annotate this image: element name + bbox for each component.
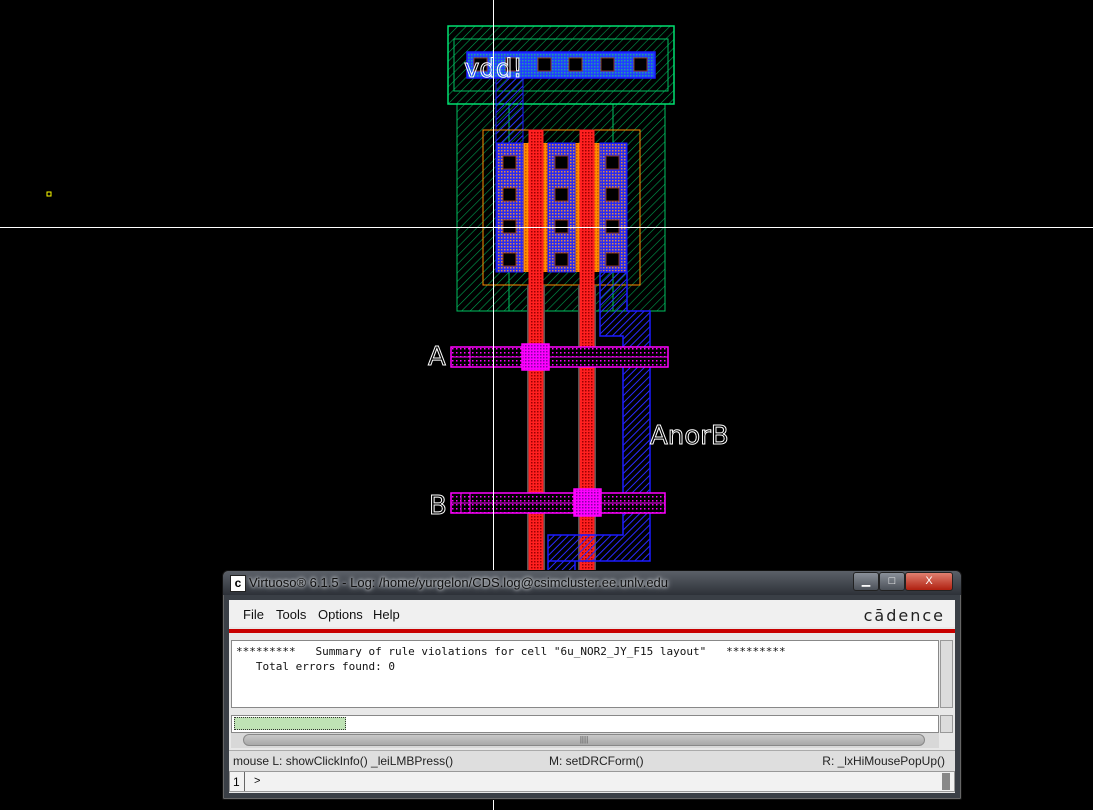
anorb-label: AnorB — [650, 421, 729, 451]
output-metal — [547, 271, 651, 576]
log-line: ********* Summary of rule violations for… — [236, 645, 786, 658]
menu-help[interactable]: Help — [373, 607, 400, 622]
log-window: c Virtuoso® 6.1.5 - Log: /home/yurgelon/… — [222, 570, 962, 800]
input-scrollbar[interactable] — [940, 715, 953, 733]
command-input[interactable] — [231, 715, 939, 733]
accent-divider — [229, 629, 955, 633]
command-scrollbar[interactable] — [942, 773, 950, 790]
menu-bar: File Tools Options Help cādence — [229, 600, 955, 627]
window-title: Virtuoso® 6.1.5 - Log: /home/yurgelon/CD… — [249, 575, 669, 590]
menu-file[interactable]: File — [243, 607, 264, 622]
b-label: B — [429, 491, 447, 521]
close-button[interactable]: X — [905, 572, 953, 591]
horizontal-scrollbar[interactable]: |||| — [231, 733, 939, 748]
app-icon: c — [230, 575, 246, 592]
status-middle: M: setDRCForm() — [549, 754, 644, 768]
input-a-pin — [450, 343, 669, 371]
a-label: A — [428, 342, 446, 372]
cadence-logo: cādence — [863, 606, 945, 625]
menu-tools[interactable]: Tools — [276, 607, 307, 622]
maximize-button[interactable]: □ — [879, 572, 905, 591]
origin-marker — [46, 191, 52, 197]
vdd-rail — [466, 51, 656, 144]
input-selection — [234, 717, 346, 730]
status-left: mouse L: showClickInfo() _leiLMBPress() — [233, 754, 454, 768]
line-number: 1 — [233, 775, 240, 789]
title-bar[interactable]: c Virtuoso® 6.1.5 - Log: /home/yurgelon/… — [223, 571, 961, 595]
log-line: Total errors found: 0 — [236, 660, 395, 673]
scroll-thumb[interactable]: |||| — [243, 734, 925, 746]
status-right: R: _lxHiMousePopUp() — [822, 754, 945, 768]
pmos-transistors — [482, 129, 641, 286]
log-output: ********* Summary of rule violations for… — [231, 640, 939, 708]
menu-options[interactable]: Options — [318, 607, 363, 622]
input-b-pin — [450, 488, 666, 517]
command-line[interactable]: 1 > — [229, 771, 955, 792]
log-scrollbar[interactable] — [940, 640, 953, 708]
command-prompt: > — [254, 775, 261, 787]
mouse-status-bar: mouse L: showClickInfo() _leiLMBPress() … — [229, 750, 955, 771]
minimize-button[interactable]: ▁ — [853, 572, 879, 591]
